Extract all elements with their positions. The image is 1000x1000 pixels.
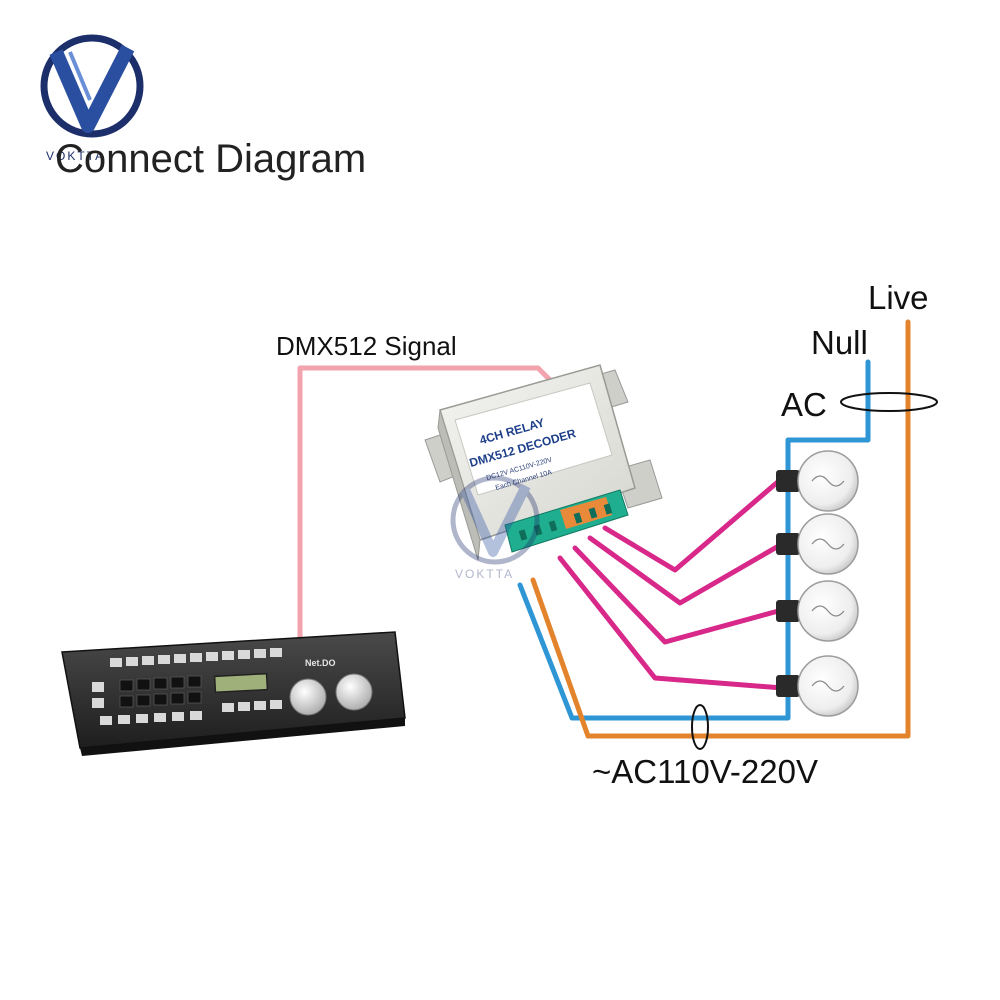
- relay-decoder-module: 4CH RELAY DMX512 DECODER DC12V AC110V-22…: [424, 364, 663, 581]
- ac-clamp-ring: [840, 392, 938, 412]
- live-label: Live: [868, 279, 929, 316]
- brand-logo: VOKTTA: [40, 34, 144, 163]
- brand-name: VOKTTA: [46, 149, 105, 163]
- dmx-signal-label: DMX512 Signal: [276, 331, 457, 361]
- ac-label: AC: [781, 386, 827, 423]
- load-wire-3: [572, 545, 785, 645]
- controller-lcd: [213, 672, 269, 694]
- supply-voltage-label: ~AC110V-220V: [592, 753, 818, 790]
- light-bulb: [776, 655, 859, 717]
- light-bulbs: [776, 450, 859, 717]
- controller-knob[interactable]: [335, 673, 373, 711]
- light-bulb: [776, 580, 859, 642]
- light-bulb: [776, 450, 859, 512]
- live-wire: [530, 319, 911, 739]
- controller-brand: Net.DO: [305, 658, 336, 668]
- dmx-controller: Net.DO: [61, 631, 406, 756]
- load-wire-2: [587, 535, 785, 606]
- load-wire-1: [602, 477, 783, 573]
- watermark-brand: VOKTTA: [455, 567, 514, 581]
- watermark-logo: VOKTTA: [450, 475, 540, 581]
- controller-knob[interactable]: [289, 678, 327, 716]
- page-title: Connect Diagram: [55, 137, 366, 181]
- light-bulb: [776, 513, 859, 575]
- load-wire-4: [557, 555, 785, 691]
- null-label: Null: [811, 324, 868, 361]
- null-wire: [517, 359, 871, 721]
- supply-clamp-ring: [691, 704, 709, 750]
- wires: [297, 319, 911, 739]
